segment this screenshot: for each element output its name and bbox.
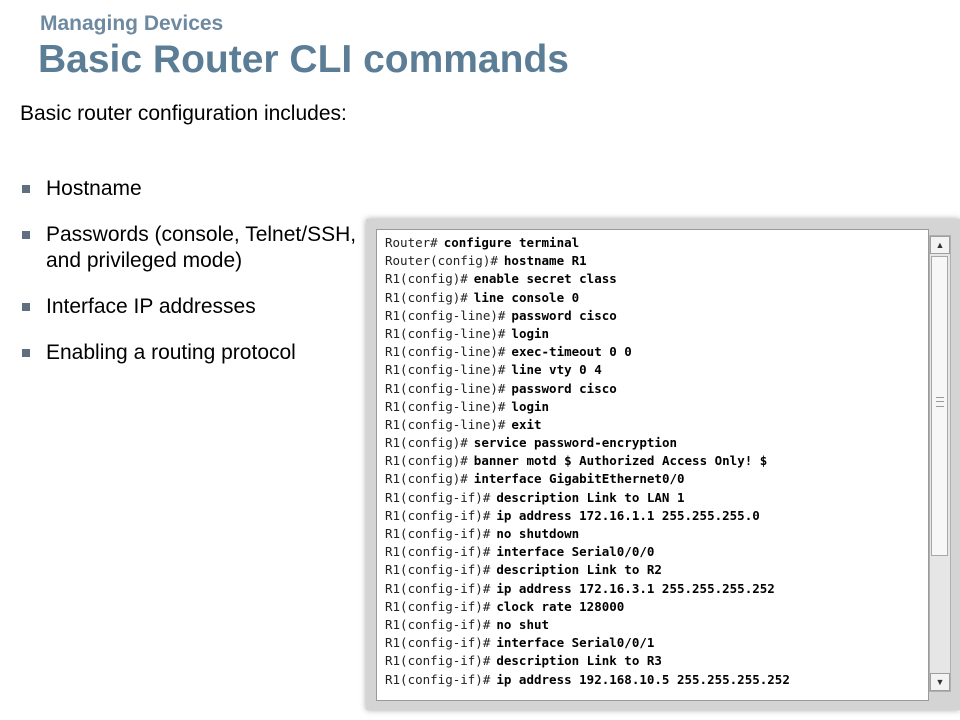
cli-prompt: R1(config-if)#	[385, 507, 491, 523]
square-bullet-icon	[22, 303, 30, 311]
cli-prompt: R1(config-if)#	[385, 580, 491, 596]
cli-prompt: R1(config)#	[385, 271, 468, 287]
cli-line: R1(config-if)# interface Serial0/0/0	[385, 543, 928, 561]
cli-command: ip address 172.16.1.1 255.255.255.0	[496, 507, 760, 523]
bullet-text: Interface IP addresses	[46, 295, 256, 318]
cli-prompt: R1(config-if)#	[385, 489, 491, 505]
cli-command: no shut	[496, 616, 550, 632]
bullet-list: Hostname Passwords (console, Telnet/SSH,…	[22, 176, 382, 386]
cli-prompt: R1(config-if)#	[385, 671, 491, 687]
bullet-item: Enabling a routing protocol	[22, 340, 382, 366]
cli-command: description Link to R3	[496, 653, 662, 669]
cli-line: R1(config)# service password-encryption	[385, 434, 928, 452]
cli-prompt: R1(config-line)#	[385, 362, 506, 378]
cli-line: R1(config-if)# description Link to R3	[385, 652, 928, 670]
cli-prompt: R1(config-if)#	[385, 544, 491, 560]
cli-line: R1(config-if)# no shutdown	[385, 525, 928, 543]
cli-line: R1(config-line)# login	[385, 325, 928, 343]
cli-command: line console 0	[473, 289, 580, 305]
cli-command: ip address 172.16.3.1 255.255.255.252	[496, 580, 775, 596]
cli-prompt: R1(config-if)#	[385, 635, 491, 651]
scroll-down-icon[interactable]: ▼	[930, 673, 950, 691]
cli-line: Router(config)# hostname R1	[385, 252, 928, 270]
intro-text: Basic router configuration includes:	[20, 102, 347, 125]
cli-line: R1(config-line)# exec-timeout 0 0	[385, 343, 928, 361]
cli-prompt: R1(config-if)#	[385, 653, 491, 669]
square-bullet-icon	[22, 185, 30, 193]
cli-line: R1(config)# interface GigabitEthernet0/0	[385, 470, 928, 488]
cli-command: description Link to R2	[496, 562, 662, 578]
cli-prompt: R1(config)#	[385, 471, 468, 487]
scroll-up-icon[interactable]: ▲	[930, 236, 950, 254]
cli-line: R1(config-line)# password cisco	[385, 307, 928, 325]
page-title: Basic Router CLI commands	[38, 38, 569, 81]
cli-prompt: Router#	[385, 235, 438, 250]
bullet-item: Hostname	[22, 176, 382, 202]
cli-prompt: R1(config)#	[385, 289, 468, 305]
cli-command: ip address 192.168.10.5 255.255.255.252	[496, 671, 790, 687]
cli-command: password cisco	[511, 307, 617, 323]
bullet-item: Interface IP addresses	[22, 294, 382, 320]
cli-prompt: R1(config)#	[385, 435, 468, 451]
cli-prompt: R1(config-if)#	[385, 526, 491, 541]
cli-line: R1(config-if)# clock rate 128000	[385, 598, 928, 616]
bullet-text: Passwords (console, Telnet/SSH, and priv…	[46, 223, 357, 272]
bullet-text: Hostname	[46, 177, 142, 200]
cli-prompt: R1(config-line)#	[385, 416, 506, 432]
cli-command: interface Serial0/0/0	[496, 544, 655, 560]
scrollbar-thumb[interactable]	[931, 256, 948, 556]
cli-command: exit	[511, 416, 542, 432]
cli-line: R1(config-line)# password cisco	[385, 380, 928, 398]
cli-line: R1(config-if)# ip address 192.168.10.5 25…	[385, 671, 928, 689]
cli-command: service password-encryption	[473, 435, 677, 451]
square-bullet-icon	[22, 231, 30, 239]
cli-prompt: R1(config-if)#	[385, 562, 491, 578]
cli-prompt: R1(config-line)#	[385, 398, 506, 414]
vertical-scrollbar[interactable]: ▲ ▼	[929, 235, 951, 692]
grip-icon	[936, 397, 944, 407]
cli-command: banner motd $ Authorized Access Only! $	[473, 453, 768, 469]
cli-line: R1(config-if)# description Link to LAN 1	[385, 489, 928, 507]
cli-command: login	[511, 398, 550, 414]
cli-command: line vty 0 4	[511, 362, 602, 378]
cli-command: hostname R1	[503, 253, 587, 269]
cli-line: R1(config-if)# ip address 172.16.1.1 255.…	[385, 507, 928, 525]
cli-prompt: R1(config-if)#	[385, 598, 491, 614]
cli-prompt: Router(config)#	[385, 253, 498, 269]
cli-command: enable secret class	[473, 271, 617, 287]
cli-line: R1(config-line)# line vty 0 4	[385, 361, 928, 379]
square-bullet-icon	[22, 349, 30, 357]
cli-line: Router# configure terminal	[385, 234, 928, 252]
cli-prompt: R1(config-line)#	[385, 325, 506, 341]
cli-prompt: R1(config-line)#	[385, 307, 506, 323]
cli-line: R1(config-if)# ip address 172.16.3.1 255.…	[385, 580, 928, 598]
cli-line: R1(config)# banner motd $ Authorized Acce…	[385, 452, 928, 470]
cli-line: R1(config)# enable secret class	[385, 270, 928, 288]
cli-command: exec-timeout 0 0	[511, 344, 632, 360]
cli-line: R1(config-if)# no shut	[385, 616, 928, 634]
cli-line: R1(config-if)# description Link to R2	[385, 561, 928, 579]
cli-line: R1(config-line)# login	[385, 398, 928, 416]
cli-command: login	[511, 325, 550, 341]
cli-command: password cisco	[511, 380, 617, 396]
cli-line: R1(config-if)# interface Serial0/0/1	[385, 634, 928, 652]
section-subtitle: Managing Devices	[40, 12, 224, 35]
cli-prompt: R1(config)#	[385, 453, 468, 469]
cli-command: no shutdown	[496, 526, 580, 541]
cli-command: interface GigabitEthernet0/0	[473, 471, 685, 487]
bullet-text: Enabling a routing protocol	[46, 341, 296, 364]
cli-command: configure terminal	[443, 235, 580, 250]
cli-line: R1(config-line)# exit	[385, 416, 928, 434]
cli-prompt: R1(config-line)#	[385, 344, 506, 360]
cli-command: interface Serial0/0/1	[496, 635, 655, 651]
cli-command: description Link to LAN 1	[496, 489, 685, 505]
cli-prompt: R1(config-if)#	[385, 616, 491, 632]
cli-command: clock rate 128000	[496, 598, 625, 614]
cli-line: R1(config)# line console 0	[385, 289, 928, 307]
bullet-item: Passwords (console, Telnet/SSH, and priv…	[22, 222, 382, 274]
cli-prompt: R1(config-line)#	[385, 380, 506, 396]
